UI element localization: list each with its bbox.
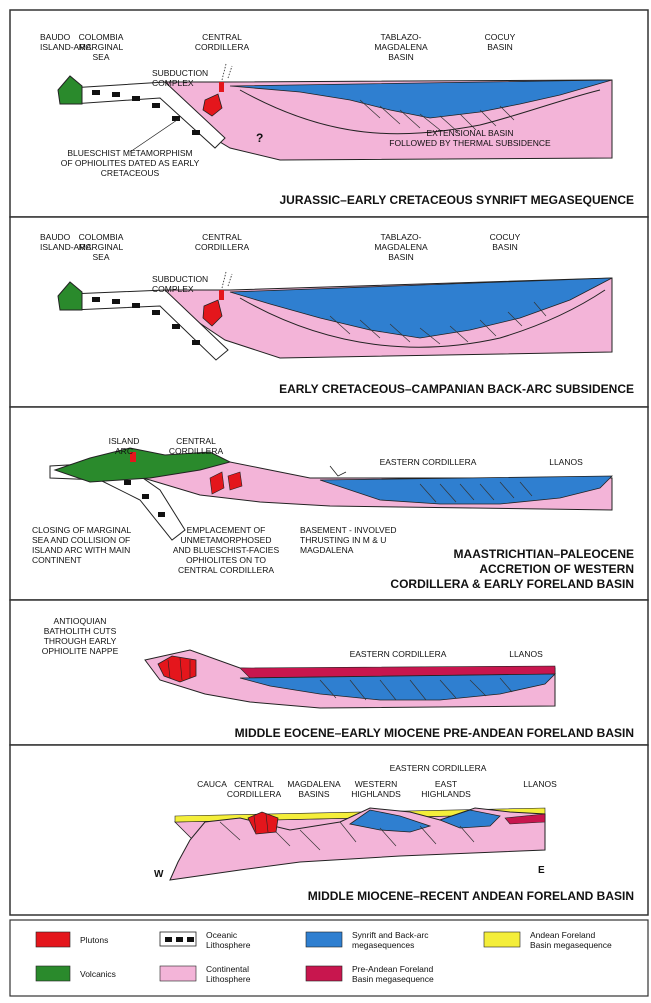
label-cauca: CAUCA (197, 779, 227, 789)
label-llanos: LLANOS (509, 649, 543, 659)
panel-title: MIDDLE EOCENE–EARLY MIOCENE PRE-ANDEAN F… (235, 726, 634, 740)
label-eastern-cordillera: EASTERN CORDILLERA (350, 649, 447, 659)
label-eastern-cordillera: EASTERN CORDILLERA (380, 457, 477, 467)
panel-title: JURASSIC–EARLY CRETACEOUS SYNRIFT MEGASE… (279, 193, 634, 207)
panel-title: MIDDLE MIOCENE–RECENT ANDEAN FORELAND BA… (308, 889, 634, 903)
label-eastern-cordillera: EASTERN CORDILLERA (390, 763, 487, 773)
svg-text:Volcanics: Volcanics (80, 969, 116, 979)
label-question-mark: ? (256, 131, 263, 145)
label-llanos: LLANOS (523, 779, 557, 789)
label-west: W (154, 869, 164, 880)
svg-text:Plutons: Plutons (80, 935, 108, 945)
panel-title: EARLY CRETACEOUS–CAMPANIAN BACK-ARC SUBS… (279, 382, 634, 396)
label-llanos: LLANOS (549, 457, 583, 467)
label-east: E (538, 865, 545, 876)
